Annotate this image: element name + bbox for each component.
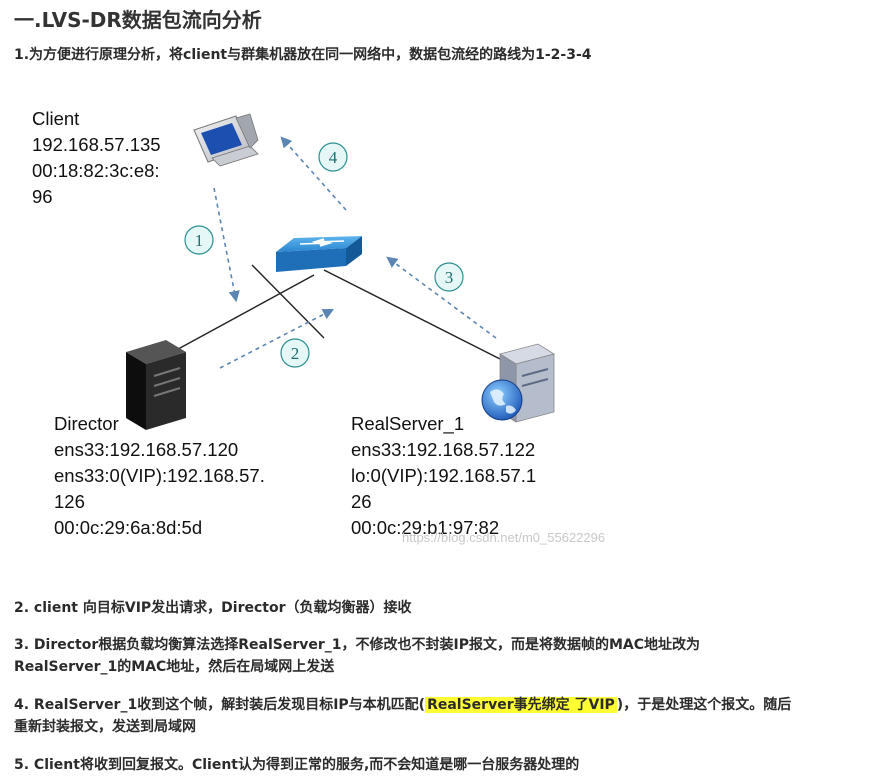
realserver-vip-line1: lo:0(VIP):192.168.57.1 (351, 465, 537, 486)
step-4-line1: 4. RealServer_1收到这个帧，解封装后发现目标IP与本机匹配(Rea… (14, 694, 870, 716)
step-4-pre: 4. RealServer_1收到这个帧，解封装后发现目标IP与本机匹配( (14, 697, 426, 713)
client-mac-line1: 00:18:82:3c:e8: (32, 160, 160, 181)
page-heading: 一.LVS-DR数据包流向分析 (14, 8, 262, 32)
realserver-name: RealServer_1 (351, 413, 465, 434)
step-2-badge: 2 (280, 338, 310, 368)
director-server-icon (126, 340, 186, 430)
director-vip-line2: 126 (54, 491, 85, 512)
arrow-step-2 (219, 308, 334, 369)
step-4-highlight: RealServer事先绑定 了VIP (425, 697, 617, 713)
intro-paragraph: 1.为方便进行原理分析，将client与群集机器放在同一网络中，数据包流经的路线… (14, 47, 592, 63)
step-1-label: 1 (195, 231, 204, 250)
director-switch-link (168, 274, 315, 355)
director-name: Director (54, 413, 119, 434)
step-3-badge: 3 (434, 262, 464, 292)
step-3-label: 3 (445, 268, 454, 287)
realserver-ens33: ens33:192.168.57.122 (351, 439, 536, 460)
step-5-paragraph: 5. Client将收到回复报文。Client认为得到正常的服务,而不会知道是哪… (14, 757, 580, 773)
step-4-line2: 重新封装报文，发送到局域网 (14, 719, 196, 735)
arrow-step-4 (280, 136, 347, 211)
step-2-paragraph: 2. client 向目标VIP发出请求，Director（负载均衡器）接收 (14, 600, 412, 616)
realserver-mac: 00:0c:29:b1:97:82 (351, 517, 500, 538)
step-4-paragraph: 4. RealServer_1收到这个帧，解封装后发现目标IP与本机匹配(Rea… (14, 694, 870, 738)
client-pc-icon (193, 113, 259, 167)
client-name: Client (32, 108, 80, 129)
client-mac-line2: 96 (32, 186, 53, 207)
network-diagram-svg: 1 2 3 4 (126, 113, 555, 430)
step-3-paragraph: 3. Director根据负载均衡算法选择RealServer_1，不修改也不封… (14, 634, 870, 678)
realserver-vip-line2: 26 (351, 491, 372, 512)
diagram-watermark: https://blog.csdn.net/m0_55622296 (402, 530, 606, 545)
lvs-dr-diagram: 1 2 3 4 (14, 100, 634, 550)
client-ip: 192.168.57.135 (32, 134, 161, 155)
director-ens33: ens33:192.168.57.120 (54, 439, 239, 460)
step-4-badge: 4 (318, 142, 348, 172)
step-3-line1: 3. Director根据负载均衡算法选择RealServer_1，不修改也不封… (14, 637, 701, 653)
step-4-label: 4 (329, 148, 338, 167)
realserver-icon (481, 343, 555, 423)
director-mac: 00:0c:29:6a:8d:5d (54, 517, 203, 538)
arrow-step-1 (213, 187, 240, 303)
step-3-line2: RealServer_1的MAC地址，然后在局域网上发送 (14, 659, 335, 675)
director-vip-line1: ens33:0(VIP):192.168.57. (54, 465, 265, 486)
realserver-switch-link (323, 269, 503, 361)
step-1-badge: 1 (184, 225, 214, 255)
step-2-label: 2 (291, 344, 300, 363)
step-4-post: )，于是处理这个报文。随后 (616, 697, 792, 713)
arrow-step-3 (386, 256, 497, 339)
switch-icon (276, 236, 362, 272)
client-switch-link (251, 264, 325, 339)
